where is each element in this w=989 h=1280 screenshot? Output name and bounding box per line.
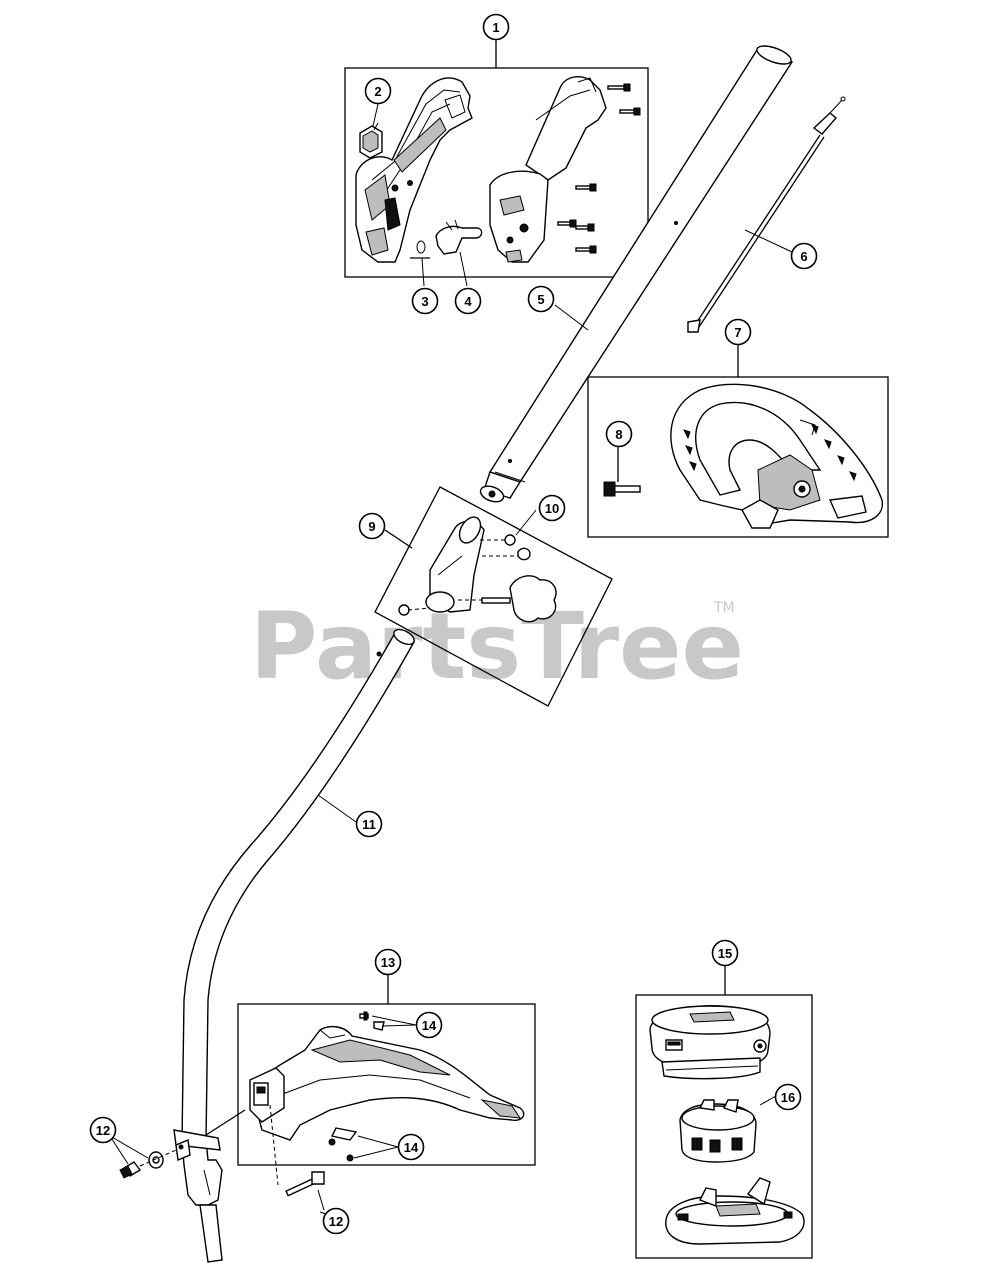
guard-screws [328,1011,417,1162]
throttle-cable [687,96,846,333]
coupler [398,516,557,623]
trimmer-head-box [635,994,813,1259]
handle-right-half [489,76,607,263]
handle-screws [557,83,641,254]
assist-handle [670,383,884,529]
callout-8-label: 8 [615,427,622,442]
coupler-box [374,486,613,707]
callout-14a[interactable]: 14 [415,1011,443,1039]
trimmer-guard [249,1025,525,1141]
head-bottom-cap [665,1177,805,1245]
callout-11[interactable]: 11 [355,810,383,838]
callout-4[interactable]: 4 [454,287,482,315]
callout-16[interactable]: 16 [774,1083,802,1111]
callout-7-label: 7 [734,325,741,340]
callout-3[interactable]: 3 [411,287,439,315]
callout-5[interactable]: 5 [527,285,555,313]
callout-12a[interactable]: 12 [89,1116,117,1144]
callout-3-label: 3 [421,294,428,309]
fasteners-12 [109,1104,325,1211]
watermark-trademark: TM [713,600,735,616]
callout-1[interactable]: 1 [482,13,510,41]
callout-12b[interactable]: 12 [322,1207,350,1235]
head-inner-spool [679,1095,777,1163]
spring-part [410,240,430,259]
callout-4-label: 4 [464,294,472,309]
guard-box [237,1003,536,1166]
callout-6[interactable]: 6 [790,242,818,270]
switch-part [359,122,383,159]
head-top [649,1005,771,1080]
callout-10-label: 10 [545,501,559,516]
callout-12a-label: 12 [96,1123,110,1138]
callout-9[interactable]: 9 [358,512,386,540]
assist-handle-bolt [603,446,641,497]
callout-7[interactable]: 7 [724,318,752,346]
callout-6-label: 6 [800,249,807,264]
callout-9-label: 9 [368,519,375,534]
upper-shaft [479,45,794,503]
callout-10[interactable]: 10 [538,494,566,522]
callout-14b[interactable]: 14 [397,1133,425,1161]
handle-left-half [355,77,473,263]
callout-8[interactable]: 8 [605,420,633,448]
callout-5-label: 5 [537,292,544,307]
callout-13-label: 13 [381,955,395,970]
watermark-text: PartsTree [250,593,744,700]
callout-14b-label: 14 [404,1140,419,1155]
callout-16-label: 16 [781,1090,795,1105]
watermark: PartsTree TM [250,593,744,700]
callout-1-label: 1 [492,20,499,35]
shaft-clamp [173,1129,223,1263]
callout-15-label: 15 [718,946,732,961]
callout-12b-label: 12 [329,1214,343,1229]
trigger-part [435,219,483,255]
callout-2-label: 2 [374,84,381,99]
callout-2[interactable]: 2 [364,77,392,105]
callout-14a-label: 14 [422,1018,437,1033]
callout-11-label: 11 [362,817,376,832]
callout-13[interactable]: 13 [374,948,402,976]
callout-15[interactable]: 15 [711,939,739,967]
